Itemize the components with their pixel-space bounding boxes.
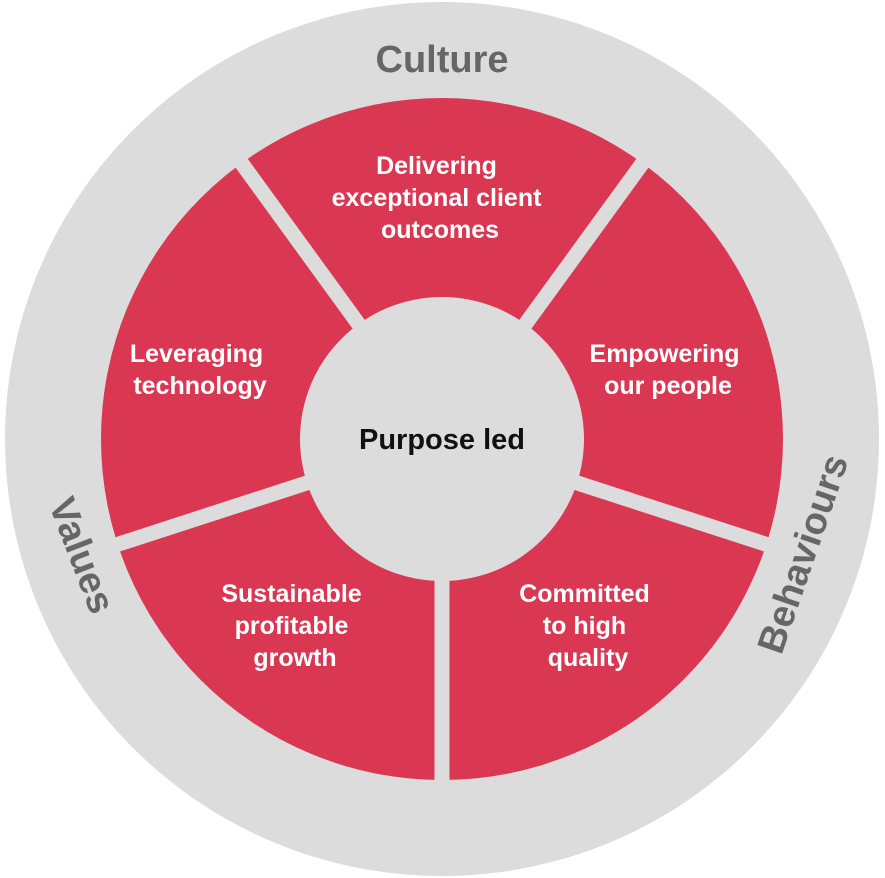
segment-leveraging-technology: Leveraging technology bbox=[130, 340, 270, 400]
segment-line: Leveraging bbox=[130, 340, 263, 368]
center-circle bbox=[300, 297, 584, 581]
ring-label-culture: Culture bbox=[376, 39, 509, 81]
segment-client-outcomes: Delivering exceptional client outcomes bbox=[332, 152, 549, 244]
segment-line: our people bbox=[604, 372, 732, 400]
center-label: Purpose led bbox=[359, 424, 525, 456]
segment-sustainable-growth: Sustainable profitable growth bbox=[221, 580, 368, 672]
segment-line: Empowering bbox=[590, 340, 740, 368]
segment-line: technology bbox=[133, 372, 266, 400]
segment-line: Committed bbox=[519, 580, 650, 608]
segment-line: to high bbox=[543, 612, 626, 640]
segment-line: exceptional client bbox=[332, 184, 542, 212]
segment-line: Delivering bbox=[376, 152, 497, 180]
segment-line: Sustainable bbox=[221, 580, 361, 608]
segment-empowering-people: Empowering our people bbox=[590, 340, 747, 400]
segment-line: profitable bbox=[235, 612, 349, 640]
segment-high-quality: Committed to high quality bbox=[519, 580, 657, 672]
segment-line: outcomes bbox=[381, 216, 499, 244]
segment-line: quality bbox=[548, 644, 629, 672]
segment-line: growth bbox=[253, 644, 336, 672]
